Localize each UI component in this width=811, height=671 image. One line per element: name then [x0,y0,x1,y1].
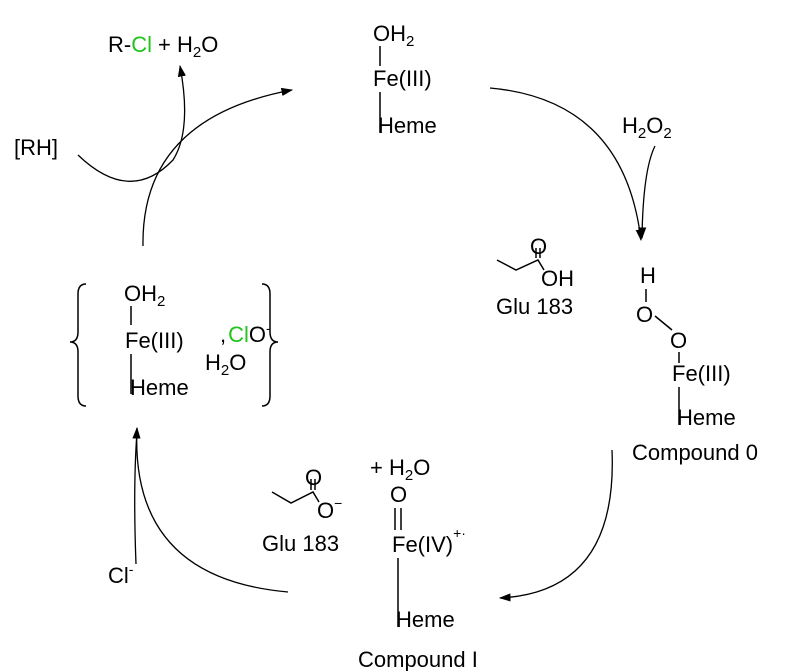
substrate-label: [RH] [14,135,58,160]
glu-acid-chain [496,259,545,271]
water-release-o: O [413,455,430,480]
intermediate-water-h: H [205,350,221,375]
svg-text:Fe(IV)+·: Fe(IV)+· [392,525,466,557]
intermediate-heme: Heme [130,375,189,400]
product-cl: Cl [131,32,152,57]
water-release-label: + H2O [370,455,430,484]
glu-anion: O O− Glu 183 [262,465,342,556]
arrow-substrate-chlorination [77,64,186,182]
h2o2-sub-b: 2 [663,125,671,142]
compound0-o1: O [636,302,653,327]
chloride-cl: Cl [108,563,129,588]
water-release-plus-h: + H [370,455,405,480]
svg-text:OH2: OH2 [373,21,414,50]
resting-subscript: 2 [406,33,414,50]
intermediate-fe: Fe(III) [125,328,184,353]
compound0-heme: Heme [677,405,736,430]
right-brace [261,283,279,407]
glu-anion-charge: − [334,495,342,511]
svg-text:OH2: OH2 [124,281,165,310]
compound1-name: Compound I [358,647,478,671]
compound0-h: H [640,263,656,288]
glu-acid-oh: OH [541,266,574,291]
compound1-fe: Fe(IV) [392,532,453,557]
product-plus-h: + H [158,32,193,57]
intermediate-oh: OH [124,281,157,306]
resting-heme: Heme [378,113,437,138]
bracketed-intermediate: OH2 Fe(III) Heme ,ClO- H2O [69,281,279,407]
glu-anion-chain [271,491,320,504]
glu-acid: O OH Glu 183 [496,234,574,319]
resting-state: OH2 Fe(III) Heme [373,21,437,138]
chloride-charge: - [129,561,134,577]
h2o2-sub-a: 2 [638,125,646,142]
product-r: R- [108,32,131,57]
compound-1: O Fe(IV)+· Heme Compound I [358,482,478,671]
water-release-subscript: 2 [405,467,413,484]
arrow-compound0-to-compound1 [498,449,613,602]
chloride-label: Cl- [108,561,134,588]
glu-acid-o: O [530,234,547,259]
h2o2-o: O [646,113,663,138]
product-o: O [201,32,218,57]
compound0-bond-o-o [654,315,673,331]
h2o2-label: H2O2 [622,113,672,142]
arrow-chloride-entry [134,431,138,565]
glu-anion-o1: O [305,465,322,490]
arrow-compound1-to-intermediate [132,426,289,593]
intermediate-water-subscript: 2 [221,362,229,379]
intermediate-subscript: 2 [157,293,165,310]
product-subscript: 2 [193,44,201,61]
arrow-intermediate-to-resting [142,87,294,247]
compound0-o2: O [670,328,687,353]
glu-acid-label: Glu 183 [496,294,573,319]
svg-text:H2O: H2O [205,350,246,379]
svg-text:,ClO-: ,ClO- [220,320,271,347]
resting-oh: OH [373,21,406,46]
h2o2-h: H [622,113,638,138]
compound1-heme: Heme [396,607,455,632]
intermediate-hypochlorite-charge: - [266,320,271,336]
intermediate-comma: , [220,322,226,347]
arrow-resting-to-compound0 [489,87,644,242]
compound1-radical-cation: +· [453,525,466,541]
compound1-o: O [390,482,407,507]
svg-text:O−: O− [317,495,342,523]
glu-anion-o2: O [317,498,334,523]
left-brace [69,283,87,407]
compound-0: H O O Fe(III) Heme Compound 0 [632,263,758,465]
svg-text:R-Cl+ H2O: R-Cl+ H2O [108,32,218,61]
compound0-name: Compound 0 [632,440,758,465]
intermediate-hypochlorite-o: O [249,322,266,347]
svg-text:+ H2O: + H2O [370,455,430,484]
intermediate-water-o: O [229,350,246,375]
resting-fe: Fe(III) [373,66,432,91]
compound0-fe: Fe(III) [672,361,731,386]
arrow-h2o2-addition [638,145,656,240]
product-label: R-Cl+ H2O [108,32,218,61]
glu-anion-label: Glu 183 [262,531,339,556]
intermediate-cl: Cl [228,322,249,347]
svg-text:H2O2: H2O2 [622,113,672,142]
